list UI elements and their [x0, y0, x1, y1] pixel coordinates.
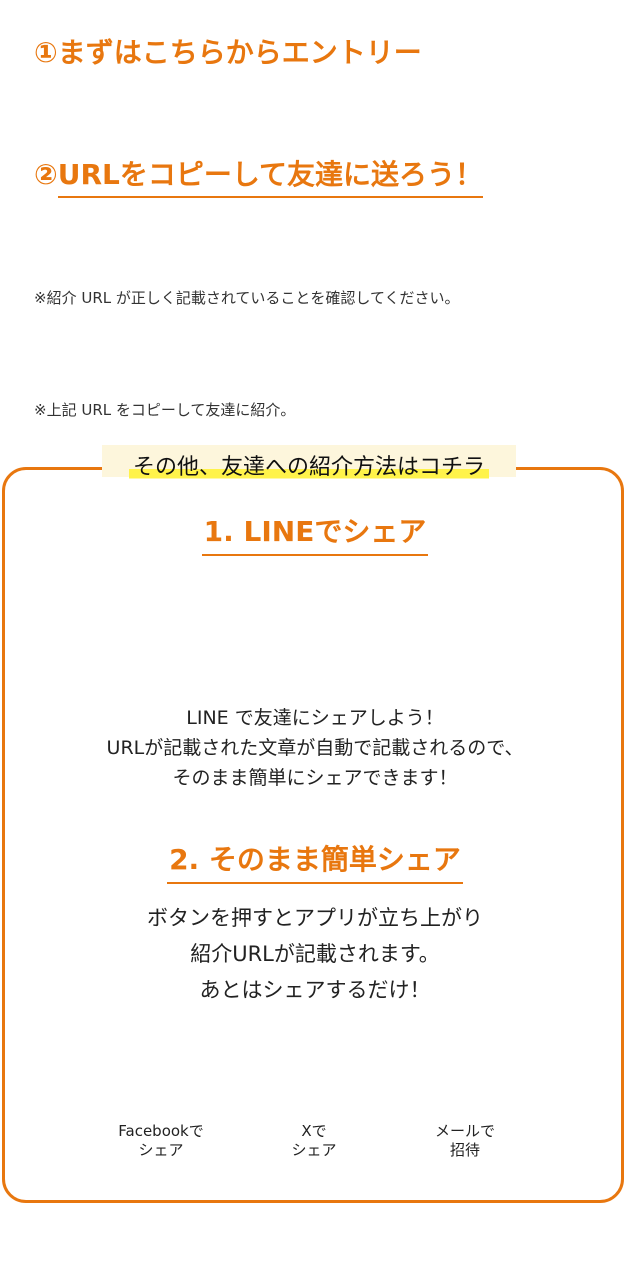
x-share-label-line1: Xで — [301, 1122, 327, 1140]
line-share-heading: 1. LINEでシェア — [0, 510, 630, 556]
mail-invite-label-line1: メールで — [434, 1122, 495, 1140]
step2-heading-text: URLをコピーして友達に送ろう！ — [57, 158, 484, 198]
description-line: LINE で友達にシェアしよう！ — [186, 707, 444, 729]
easy-share-heading: 2. そのまま簡単シェア — [0, 838, 630, 884]
mail-invite-button[interactable]: メールで 招待 — [395, 1122, 535, 1160]
line-share-description: LINE で友達にシェアしよう！ URLが記載された文章が自動で記載されるので、… — [0, 703, 630, 793]
easy-share-description: ボタンを押すとアプリが立ち上がり 紹介URLが記載されます。 あとはシェアするだ… — [0, 900, 630, 1008]
facebook-share-label-line2: シェア — [138, 1141, 184, 1159]
description-line: あとはシェアするだけ！ — [199, 978, 431, 1002]
description-line: URLが記載された文章が自動で記載されるので、 — [106, 737, 524, 759]
step2-number: ② — [34, 158, 58, 191]
step2-heading: ②URLをコピーして友達に送ろう！ — [34, 158, 484, 198]
facebook-share-label-line1: Facebookで — [118, 1122, 204, 1140]
step1-heading: ①まずはこちらからエントリー — [34, 36, 422, 69]
url-check-note: ※紹介 URL が正しく記載されていることを確認してください。 — [34, 289, 460, 307]
description-line: そのまま簡単にシェアできます！ — [172, 767, 458, 789]
share-methods-box — [2, 467, 624, 1203]
x-share-label-line2: シェア — [291, 1141, 337, 1159]
url-copy-note: ※上記 URL をコピーして友達に紹介。 — [34, 401, 296, 419]
facebook-share-button[interactable]: Facebookで シェア — [91, 1122, 231, 1160]
easy-share-heading-text: 2. そのまま簡単シェア — [167, 838, 463, 884]
line-share-heading-text: 1. LINEでシェア — [201, 510, 429, 556]
description-line: ボタンを押すとアプリが立ち上がり — [147, 906, 483, 930]
description-line: 紹介URLが記載されます。 — [190, 942, 440, 966]
share-methods-title-wrap: その他、友達への紹介方法はコチラ — [102, 445, 516, 481]
mail-invite-label-line2: 招待 — [449, 1141, 480, 1159]
share-methods-title: その他、友達への紹介方法はコチラ — [128, 449, 489, 481]
x-share-button[interactable]: Xで シェア — [244, 1122, 384, 1160]
